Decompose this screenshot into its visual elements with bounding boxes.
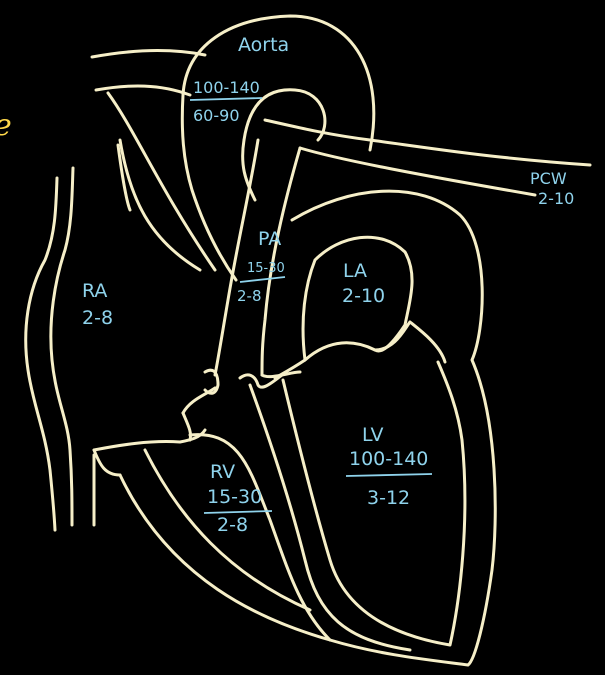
pulm-valve-right bbox=[262, 372, 300, 377]
pcw-label: PCW bbox=[530, 169, 567, 188]
lv-systolic: 100-140 bbox=[349, 448, 428, 470]
lv-diastolic: 3-12 bbox=[367, 487, 410, 509]
aorta-divider bbox=[190, 98, 262, 100]
pulm-vein-lower bbox=[300, 148, 535, 195]
ra-label: RA bbox=[82, 280, 107, 302]
rv-label: RV bbox=[210, 461, 235, 483]
tricuspid-upper bbox=[183, 388, 215, 413]
aorta-label: Aorta bbox=[238, 34, 289, 56]
rv-outer-wall bbox=[94, 450, 120, 475]
tricuspid-leaflet bbox=[183, 413, 191, 440]
septum bbox=[250, 385, 410, 650]
pa-systolic: 15-30 bbox=[247, 261, 285, 276]
ra-value: 2-8 bbox=[82, 307, 113, 329]
edge-letter: e bbox=[0, 108, 12, 143]
la-value: 2-10 bbox=[342, 285, 385, 307]
lv-label: LV bbox=[362, 424, 384, 446]
svc-outer-curve bbox=[120, 140, 200, 270]
tricuspid-lower bbox=[94, 430, 205, 450]
rv-diastolic: 2-8 bbox=[217, 514, 248, 536]
lv-divider bbox=[346, 474, 432, 476]
rv-divider bbox=[204, 511, 272, 513]
mitral-valve-right bbox=[375, 322, 445, 362]
pa-diastolic: 2-8 bbox=[237, 287, 262, 305]
aorta-diastolic: 60-90 bbox=[193, 106, 240, 125]
pa-label: PA bbox=[258, 228, 281, 250]
aorta-systolic: 100-140 bbox=[193, 78, 260, 97]
lv-outer-wall bbox=[120, 191, 495, 665]
pulm-vein-upper bbox=[265, 120, 590, 165]
svc-upper-line bbox=[92, 51, 205, 57]
heart-outline bbox=[26, 16, 590, 665]
pcw-value: 2-10 bbox=[538, 189, 574, 208]
la-label: LA bbox=[343, 260, 367, 282]
rv-systolic: 15-30 bbox=[207, 486, 262, 508]
pa-divider bbox=[240, 277, 285, 282]
